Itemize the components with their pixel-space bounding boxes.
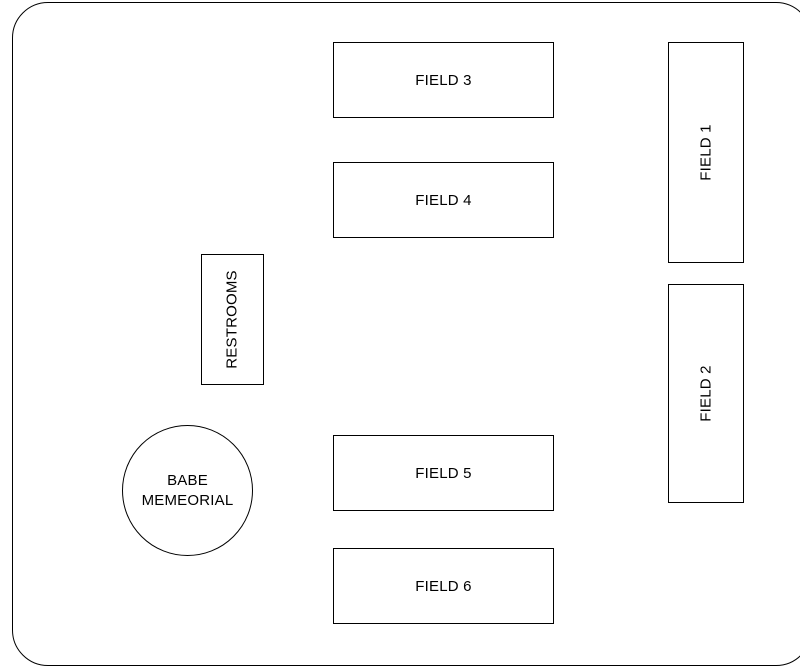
field-3-label: FIELD 3 (415, 71, 472, 89)
park-boundary (12, 2, 800, 666)
field-4: FIELD 4 (333, 162, 554, 238)
field-5-label: FIELD 5 (415, 464, 472, 482)
restrooms-label: RESTROOMS (224, 270, 242, 369)
field-6-label: FIELD 6 (415, 577, 472, 595)
memorial-label-line1: BABE (167, 471, 208, 489)
field-3: FIELD 3 (333, 42, 554, 118)
babe-memorial: BABE MEMEORIAL (122, 425, 253, 556)
memorial-label-line2: MEMEORIAL (141, 491, 234, 509)
field-5: FIELD 5 (333, 435, 554, 511)
field-2-label: FIELD 2 (697, 365, 715, 422)
restrooms: RESTROOMS (201, 254, 264, 385)
field-1-label: FIELD 1 (697, 124, 715, 181)
field-4-label: FIELD 4 (415, 191, 472, 209)
field-6: FIELD 6 (333, 548, 554, 624)
field-2: FIELD 2 (668, 284, 744, 503)
field-1: FIELD 1 (668, 42, 744, 263)
